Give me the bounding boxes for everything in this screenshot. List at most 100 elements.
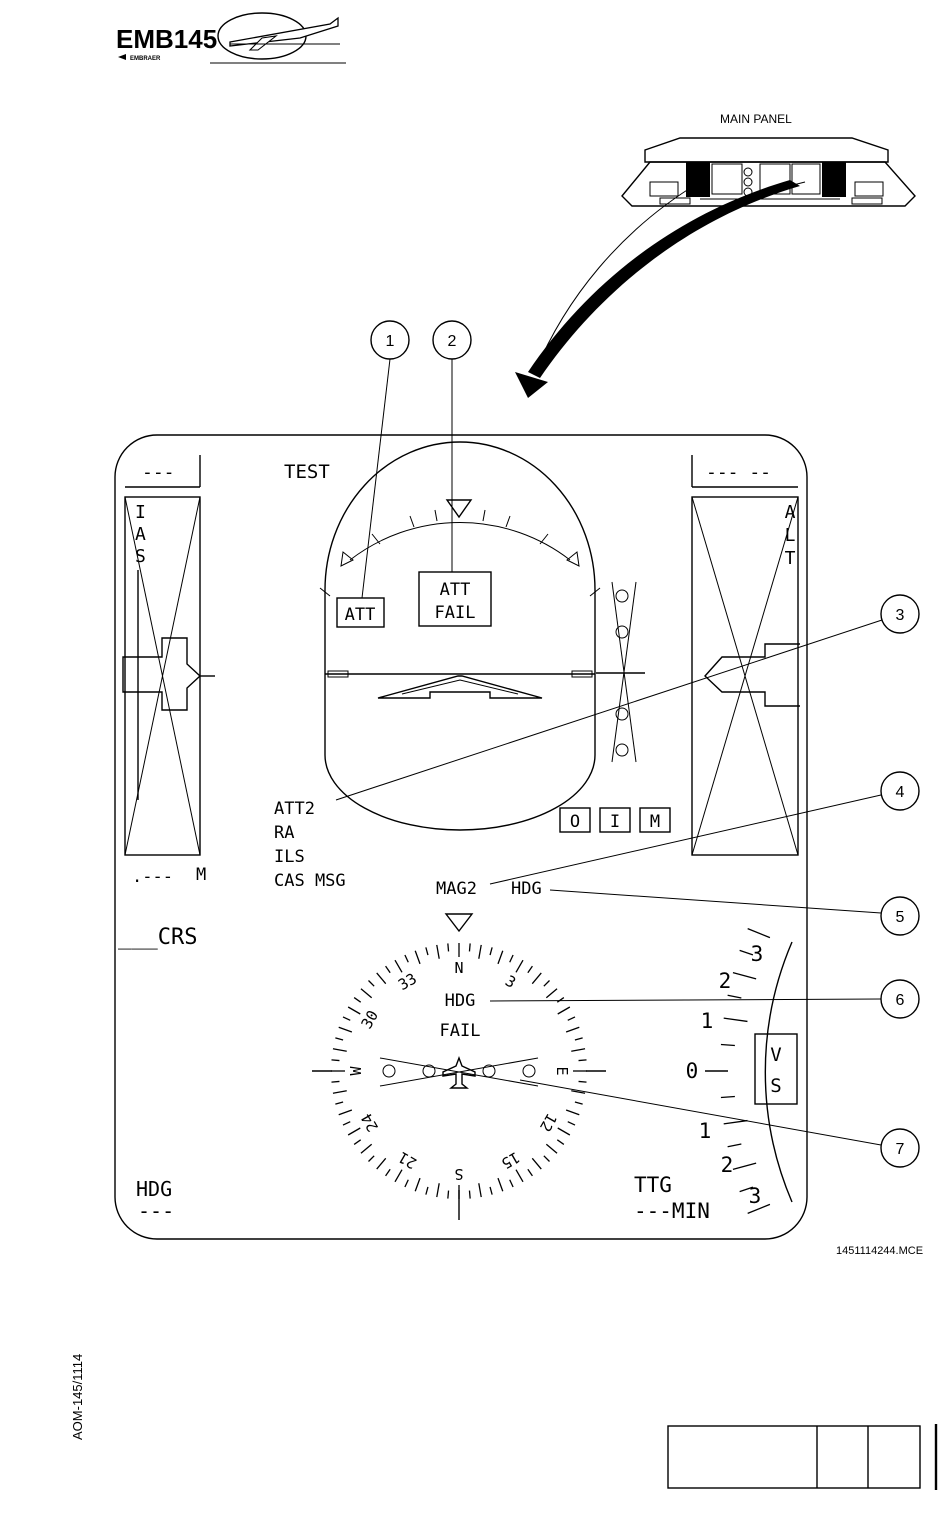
compass-tick: [361, 1144, 372, 1153]
compass-tick: [490, 1187, 492, 1195]
alt-letter-l: L: [785, 525, 796, 546]
ias-letter-a: A: [135, 524, 146, 545]
ttg-value: ---MIN: [634, 1199, 710, 1223]
vs-tick: [733, 1163, 756, 1169]
compass-label-33: 33: [395, 969, 420, 994]
mach-readout: .---: [132, 867, 173, 887]
callout-4: 4: [490, 772, 919, 884]
main-panel-label: MAIN PANEL: [720, 112, 792, 126]
vs-label-1-down: 1: [699, 1119, 712, 1143]
compass-tick: [335, 1038, 343, 1040]
vs-tick: [733, 973, 756, 979]
lateral-deviation-failed: [380, 1058, 538, 1086]
compass-tick: [558, 1007, 570, 1014]
vs-tick: [721, 1044, 735, 1045]
compass-tick: [528, 1169, 533, 1176]
pfd-display: --- TEST --- -- I A S A L T: [115, 435, 807, 1239]
source-cas-msg: CAS MSG: [274, 871, 346, 891]
compass-tick: [426, 1187, 428, 1195]
compass-tick: [516, 960, 523, 972]
svg-text:3: 3: [896, 607, 905, 624]
svg-text:6: 6: [896, 992, 905, 1009]
logo-text: EMB145: [116, 24, 217, 54]
compass-tick: [469, 943, 470, 951]
compass-label-12: 12: [536, 1110, 561, 1135]
vs-label-0: 0: [686, 1059, 699, 1083]
pointer-arrow: [515, 180, 805, 398]
compass-tick: [544, 980, 550, 986]
compass-tick: [343, 1017, 350, 1020]
hdg-fail-line1: HDG: [445, 991, 476, 1011]
compass-tick: [395, 960, 402, 972]
side-document-code: AOM-145/1114: [70, 1354, 85, 1440]
ias-letter-i: I: [135, 502, 146, 523]
compass-label-e: E: [553, 1066, 571, 1075]
lubber-line-icon: [446, 914, 472, 931]
compass-tick: [339, 1027, 352, 1032]
compass-tick: [331, 1060, 339, 1061]
att-fail-line2: FAIL: [435, 603, 476, 623]
compass-tick: [348, 1007, 360, 1014]
callout-1: 1: [362, 321, 409, 598]
compass-tick: [558, 1128, 570, 1135]
compass-tick: [566, 1027, 579, 1032]
compass-tick: [405, 1180, 408, 1187]
vs-letter-v: V: [770, 1044, 781, 1066]
compass-tick: [448, 1191, 449, 1199]
compass-label-3: 3: [502, 972, 519, 992]
compass-tick: [339, 1110, 352, 1115]
compass-tick: [510, 955, 513, 962]
svg-text:1: 1: [386, 333, 395, 350]
compass-tick: [532, 973, 541, 984]
hsi-aircraft-icon: [443, 1058, 475, 1088]
mach-unit: M: [196, 865, 206, 885]
callout-5: 5: [550, 890, 919, 935]
top-right-dashes: --- --: [706, 462, 771, 483]
vs-letter-s: S: [770, 1075, 781, 1097]
compass-tick: [361, 989, 372, 998]
vs-tick: [724, 1121, 748, 1124]
compass-tick: [469, 1191, 470, 1199]
compass-label-w: W: [347, 1066, 365, 1076]
vs-label-3-up: 3: [751, 942, 764, 966]
compass-tick: [415, 951, 420, 964]
compass-tick: [386, 1169, 391, 1176]
compass-tick: [415, 1178, 420, 1191]
marker-beacon-boxes: O I M: [560, 808, 670, 832]
hdg-fail-line2: FAIL: [440, 1021, 481, 1041]
brand-arrow-icon: [118, 54, 126, 60]
header-logo: EMB145 EMBRAER: [116, 13, 346, 63]
vs-label-1-up: 1: [701, 1009, 714, 1033]
altitude-readout-box: [705, 644, 800, 706]
compass-label-21: 21: [395, 1148, 420, 1173]
compass-tick: [354, 998, 361, 1003]
compass-tick: [568, 1017, 575, 1020]
compass-tick: [331, 1081, 339, 1082]
compass-label-15: 15: [498, 1148, 523, 1173]
vs-label-3-down: 3: [749, 1184, 762, 1208]
svg-text:4: 4: [896, 784, 905, 801]
vs-tick: [728, 995, 742, 998]
compass-tick: [368, 1156, 374, 1162]
vs-tick: [748, 929, 770, 938]
vs-tick: [721, 1097, 735, 1098]
hdg-source-label: HDG: [511, 879, 542, 899]
compass-tick: [395, 1170, 402, 1182]
compass-tick: [557, 998, 564, 1003]
compass-tick: [546, 989, 557, 998]
source-att2: ATT2: [274, 799, 315, 819]
compass-tick: [516, 1170, 523, 1182]
svg-text:2: 2: [448, 333, 457, 350]
compass-tick: [426, 947, 428, 955]
compass-tick: [579, 1081, 587, 1082]
compass-tick: [575, 1038, 583, 1040]
top-left-dashes: ---: [142, 462, 175, 483]
vs-tick: [724, 1018, 748, 1021]
source-ils: ILS: [274, 847, 305, 867]
ias-letter-s: S: [135, 546, 146, 567]
compass-tick: [377, 1158, 386, 1169]
crs-label: ___CRS: [118, 925, 197, 950]
hdg-bottom-dashes: ---: [138, 1199, 174, 1223]
